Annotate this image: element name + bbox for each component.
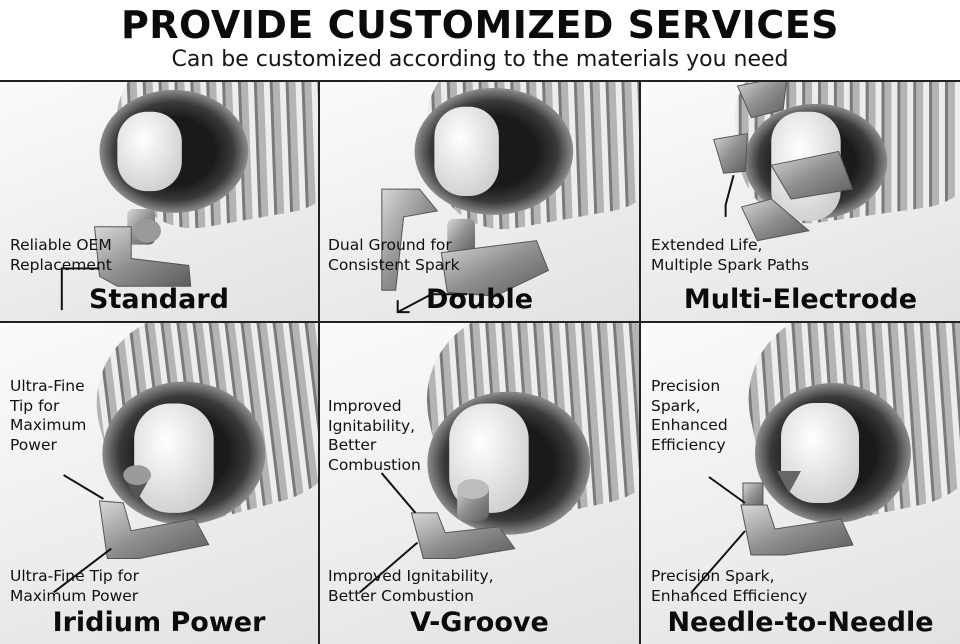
- standard-spark-plug-image: [60, 82, 318, 311]
- iridium-top-label-block: Ultra-Fine Tip for Maximum Power: [10, 377, 87, 454]
- multi-electrode-spark-plug-image: [713, 82, 960, 242]
- double-spark-plug-image: [381, 82, 639, 314]
- needle-to-needle-title: Needle-to-Needle: [667, 607, 934, 638]
- panel-needle-to-needle: Precision Spark, Enhanced Efficiency Pre…: [641, 323, 960, 644]
- v-groove-spark-plug-image: [359, 323, 639, 594]
- panel-standard: Reliable OEM Replacement Standard: [0, 82, 320, 323]
- needle-to-needle-spark-plug-image: [690, 323, 960, 594]
- v-groove-top-label: Improved Ignitability, Better Combustion: [328, 397, 421, 474]
- double-title: Double: [425, 284, 534, 315]
- multi-electrode-label: Extended Life, Multiple Spark Paths: [651, 236, 810, 274]
- panel-double: Dual Ground for Consistent Spark Double: [320, 82, 641, 323]
- iridium-bottom-label: Ultra-Fine Tip for Maximum Power: [10, 567, 139, 605]
- iridium-power-title: Iridium Power: [52, 607, 266, 638]
- page-subtitle: Can be customized according to the mater…: [171, 47, 789, 72]
- standard-title: Standard: [89, 284, 229, 315]
- multi-electrode-title: Multi-Electrode: [683, 284, 918, 315]
- header: PROVIDE CUSTOMIZED SERVICES Can be custo…: [0, 0, 960, 80]
- spark-plug-grid: Reliable OEM Replacement Standard Dual G…: [0, 80, 960, 644]
- double-label: Dual Ground for Consistent Spark: [328, 236, 460, 274]
- iridium-spark-plug-image: [53, 323, 318, 594]
- v-groove-bottom-label: Improved Ignitability, Better Combustion: [328, 567, 494, 605]
- needle-top-label: Precision Spark, Enhanced Efficiency: [651, 377, 728, 454]
- page-title: PROVIDE CUSTOMIZED SERVICES: [120, 3, 840, 47]
- panel-v-groove: Improved Ignitability, Better Combustion…: [320, 323, 641, 644]
- panel-iridium-power: Ultra-Fine Tip for Maximum Power Ultra-F…: [0, 323, 320, 644]
- v-groove-title: V-Groove: [410, 607, 549, 638]
- needle-bottom-label: Precision Spark, Enhanced Efficiency: [651, 567, 808, 605]
- panel-multi-electrode: Extended Life, Multiple Spark Paths Mult…: [641, 82, 960, 323]
- standard-label: Reliable OEM Replacement: [10, 236, 112, 274]
